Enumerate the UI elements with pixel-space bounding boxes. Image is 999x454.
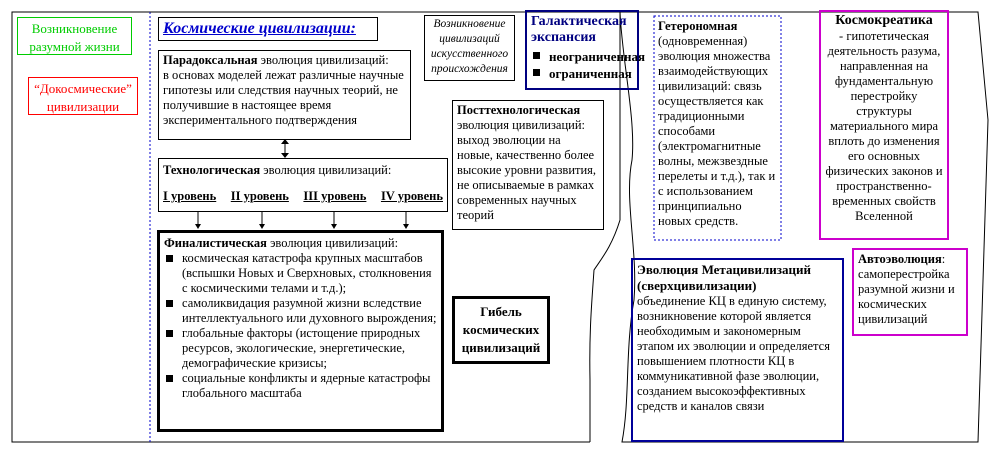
auto-box: Автоэволюция: самоперестройка разумной ж… bbox=[852, 248, 968, 336]
artificial-box: Возникновение цивилизаций искусственного… bbox=[424, 15, 515, 81]
paradox-box: Парадоксальная эволюция цивилизаций: в о… bbox=[158, 50, 411, 140]
posttech-box: Посттехнологическая эволюция цивилизаций… bbox=[452, 100, 604, 230]
hetero-box: Гетерономная (одновременная) эволюция мн… bbox=[656, 18, 780, 238]
meta-title: Эволюция Метацивилизаций (сверхцивилизац… bbox=[637, 262, 811, 293]
final-item: социальные конфликты и ядерные катастроф… bbox=[164, 371, 437, 401]
galactic-item: неограниченная bbox=[531, 48, 645, 65]
origin-label: Возникновение разумной жизни bbox=[29, 21, 120, 54]
page-title: Космические цивилизации: bbox=[163, 20, 356, 37]
tech-term: Технологическая bbox=[163, 163, 261, 177]
galactic-item: ограниченная bbox=[531, 65, 633, 82]
posttech-term: Посттехнологическая bbox=[457, 103, 581, 117]
tech-level-4: IV уровень bbox=[380, 189, 443, 203]
origin-box: Возникновение разумной жизни bbox=[17, 17, 132, 55]
final-item: глобальные факторы (истощение природных … bbox=[164, 326, 437, 371]
final-term: Финалистическая bbox=[164, 236, 267, 250]
final-item: космическая катастрофа крупных масштабов… bbox=[164, 251, 437, 296]
cosmocreatics-box: Космокреатика - гипотетическая деятельно… bbox=[819, 10, 949, 240]
cosmocreatics-body: - гипотетическая деятельность разума, на… bbox=[825, 29, 943, 223]
paradox-term: Парадоксальная bbox=[163, 53, 258, 67]
hetero-dotted-frame bbox=[653, 15, 782, 241]
tech-box: Технологическая эволюция цивилизаций: I … bbox=[158, 158, 448, 212]
tech-heading: эволюция цивилизаций: bbox=[260, 163, 392, 177]
torn-edge bbox=[589, 12, 621, 442]
galactic-box: Галактическая экспансия неограниченная о… bbox=[525, 10, 645, 90]
precosmic-label: “Докосмические” цивилизации bbox=[34, 81, 132, 114]
paradox-heading: эволюция цивилизаций: bbox=[257, 53, 389, 67]
meta-body: объединение КЦ в единую систему, возникн… bbox=[637, 294, 830, 413]
title-box: Космические цивилизации: bbox=[158, 17, 378, 41]
precosmic-box: “Докосмические” цивилизации bbox=[28, 77, 138, 115]
final-item: самоликвидация разумной жизни вследствие… bbox=[164, 296, 437, 326]
outer-frame bbox=[11, 11, 590, 443]
death-label: Гибель космических цивилизаций bbox=[461, 304, 541, 355]
auto-term: Автоэволюция bbox=[858, 252, 942, 266]
death-box: Гибель космических цивилизаций bbox=[452, 296, 550, 364]
final-heading: эволюция цивилизаций: bbox=[266, 236, 399, 250]
tech-level-3: III уровень bbox=[303, 189, 367, 203]
tech-level-2: II уровень bbox=[230, 189, 289, 203]
auto-body: : самоперестройка разумной жизни и косми… bbox=[858, 252, 955, 326]
hetero-term: Гетерономная bbox=[658, 19, 738, 33]
posttech-body: эволюция цивилизаций: выход эволюции на … bbox=[457, 118, 597, 222]
paradox-body: в основах моделей лежат различные научны… bbox=[163, 68, 404, 127]
artificial-label: Возникновение цивилизаций искусственного… bbox=[430, 18, 509, 75]
cosmocreatics-term: Космокреатика bbox=[835, 13, 933, 28]
tech-level-1: I уровень bbox=[163, 189, 217, 203]
meta-box: Эволюция Метацивилизаций (сверхцивилизац… bbox=[631, 258, 844, 442]
galactic-title: Галактическая экспансия bbox=[531, 14, 627, 45]
hetero-body: (одновременная) эволюция множества взаим… bbox=[658, 34, 776, 228]
right-region-outline bbox=[619, 11, 989, 443]
final-box: Финалистическая эволюция цивилизаций: ко… bbox=[157, 230, 444, 432]
